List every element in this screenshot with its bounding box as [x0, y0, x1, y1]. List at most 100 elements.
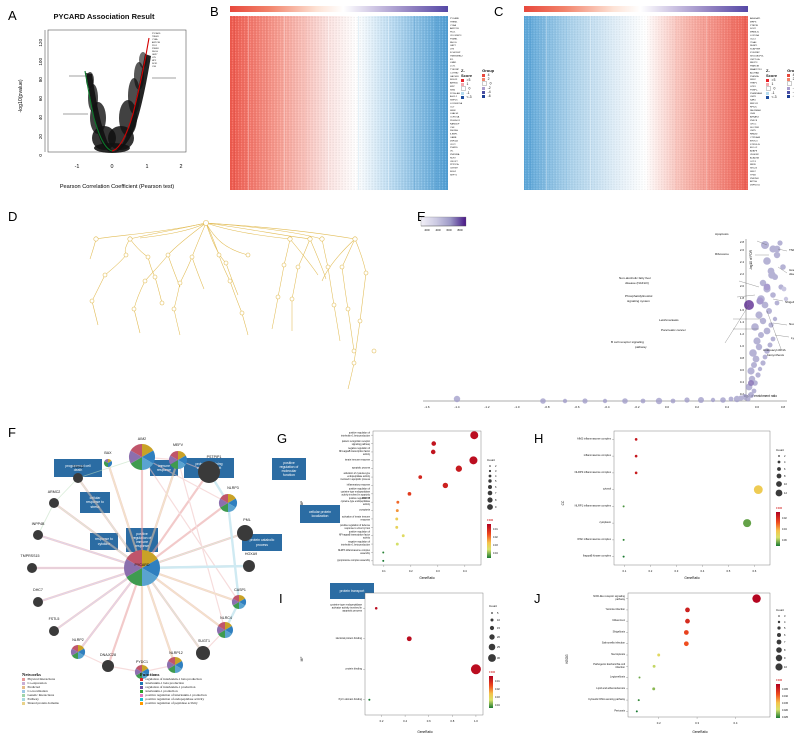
data-point[interactable] [743, 519, 752, 528]
category-label: IPAF inflammasome complex [577, 537, 611, 541]
svg-text:4: 4 [784, 620, 786, 624]
panel-f-node-PML[interactable] [237, 525, 253, 541]
data-point[interactable] [374, 606, 378, 610]
panel-e-scatter: 200 400 600 800 -1.6-1.4-1.2 -1.0-0.8-0.… [420, 216, 794, 409]
data-point[interactable] [622, 505, 625, 508]
panel-f-node-PSTPIP1[interactable] [198, 461, 220, 483]
panel-f-node-ARMC2[interactable] [49, 498, 59, 508]
svg-text:SEC61B1PDL: SEC61B1PDL [750, 55, 765, 57]
panel-d-node-cellular-protein-localization[interactable]: cellular protein localization [300, 505, 340, 523]
panel-f-node-DHC7[interactable] [33, 597, 43, 607]
data-point[interactable] [442, 482, 449, 489]
panel-f-node-HOXA9[interactable] [243, 560, 255, 572]
function-swatch-7 [140, 701, 143, 705]
data-point[interactable] [407, 491, 412, 496]
panel-d-node-protein-transport[interactable]: protein transport [330, 583, 374, 599]
svg-text:8: 8 [784, 648, 786, 652]
data-point[interactable] [382, 551, 385, 554]
svg-text:1.0: 1.0 [740, 344, 745, 348]
svg-text:3: 3 [495, 469, 497, 473]
panel-f-node-NLRP3[interactable] [218, 494, 238, 512]
data-point[interactable] [622, 555, 625, 558]
data-point[interactable] [470, 431, 479, 440]
data-point[interactable] [685, 618, 690, 624]
panel-j-dotplot: KEGG GeneRatio NOD-like receptor signali… [565, 592, 789, 734]
c-zscore-swatch-5 [766, 95, 769, 99]
data-point[interactable] [395, 542, 399, 546]
data-point[interactable] [634, 454, 638, 458]
x-tick: 1.0 [474, 719, 478, 723]
panel-f-node-NLRP12[interactable] [167, 657, 183, 673]
svg-text:5: 5 [784, 626, 786, 630]
panel-f-nodes[interactable] [27, 443, 255, 680]
svg-text:AIM2: AIM2 [138, 437, 146, 441]
panel-d-node-positive-regulation-of-molecular-function[interactable]: positive regulation of molecular functio… [272, 458, 306, 480]
data-point[interactable] [685, 607, 690, 613]
data-point[interactable] [752, 594, 761, 603]
data-point[interactable] [455, 465, 463, 472]
data-point[interactable] [753, 485, 763, 495]
data-point[interactable] [683, 630, 689, 635]
data-point[interactable] [368, 698, 371, 701]
data-point[interactable] [634, 471, 638, 475]
panel-f-node-NLRP2[interactable] [70, 644, 86, 660]
category-label: apoptotic process [342, 609, 362, 612]
category-label: cysteine-type endopeptidase [341, 490, 371, 493]
panel-d-node-programmed-cell-death[interactable]: programmed cell death [54, 459, 102, 477]
panel-f-node-AIM2[interactable] [128, 443, 156, 471]
panel-f-node-DNAJC28[interactable] [102, 660, 114, 672]
data-point[interactable] [652, 664, 656, 668]
svg-text:PCDH-AB: PCDH-AB [450, 92, 460, 95]
svg-text:4: 4 [495, 474, 497, 478]
panel-f-node-FSTL5[interactable] [49, 626, 59, 636]
svg-text:10: 10 [784, 665, 787, 669]
data-point[interactable] [395, 517, 399, 521]
panel-c-legend: Z-Score >3 1 0 -1 <-3 Group 4 2 0 -2 -4 … [766, 68, 794, 99]
svg-text:Shigellosis: Shigellosis [785, 300, 794, 304]
panel-f-node-TMPRSS15[interactable] [27, 563, 37, 573]
data-point[interactable] [469, 456, 478, 465]
panel-f-node-MEFV[interactable] [168, 451, 188, 469]
data-point[interactable] [395, 525, 399, 529]
data-point[interactable] [401, 534, 405, 538]
data-point[interactable] [395, 509, 399, 512]
svg-text:CSK: CSK [450, 127, 455, 129]
data-point[interactable] [470, 664, 481, 675]
panel-f-node-SUGT1[interactable] [196, 646, 210, 660]
data-point[interactable] [406, 636, 412, 642]
data-point[interactable] [638, 676, 641, 679]
panel-f-node-PYCARD[interactable] [123, 550, 161, 586]
data-point[interactable] [635, 710, 638, 713]
x-tick: 0.4 [700, 569, 704, 573]
data-point[interactable] [431, 441, 437, 446]
svg-text:80: 80 [38, 77, 43, 83]
data-point[interactable] [418, 475, 423, 479]
panel-f-node-TSHZ2[interactable] [73, 473, 83, 483]
svg-text:TREM1: TREM1 [450, 21, 458, 23]
data-point[interactable] [396, 500, 400, 504]
data-point[interactable] [382, 559, 385, 562]
data-point[interactable] [634, 438, 638, 441]
fdr-tick-3: 0.015 [782, 702, 789, 705]
data-point[interactable] [637, 699, 640, 702]
svg-text:CROXT: CROXT [450, 161, 458, 163]
function-swatch-1 [140, 677, 143, 681]
c-group-label-5: -4 [793, 90, 794, 94]
data-point[interactable] [683, 641, 689, 647]
panel-f-node-INPP4B[interactable] [33, 530, 43, 540]
panel-f-node-PYDC1[interactable] [134, 664, 150, 680]
svg-text:USP9: USP9 [750, 96, 756, 98]
panel-f-node-CASP1[interactable] [231, 594, 247, 610]
data-point[interactable] [622, 538, 625, 541]
panel-f-node-BAX[interactable] [103, 458, 113, 468]
panel-d-node-protein-catabolic-process[interactable]: protein catabolic process [242, 534, 282, 551]
node-label: immune response [157, 463, 171, 472]
svg-text:-1.6: -1.6 [424, 405, 430, 409]
data-point[interactable] [430, 449, 436, 455]
panel-f-node-NLRC4[interactable] [217, 622, 233, 638]
data-point[interactable] [657, 653, 661, 657]
fdr-tick-3: 0.06 [782, 539, 787, 542]
data-point[interactable] [652, 687, 656, 691]
svg-text:USP5: USP5 [750, 130, 756, 132]
zscore-label-3: 0 [468, 86, 471, 91]
